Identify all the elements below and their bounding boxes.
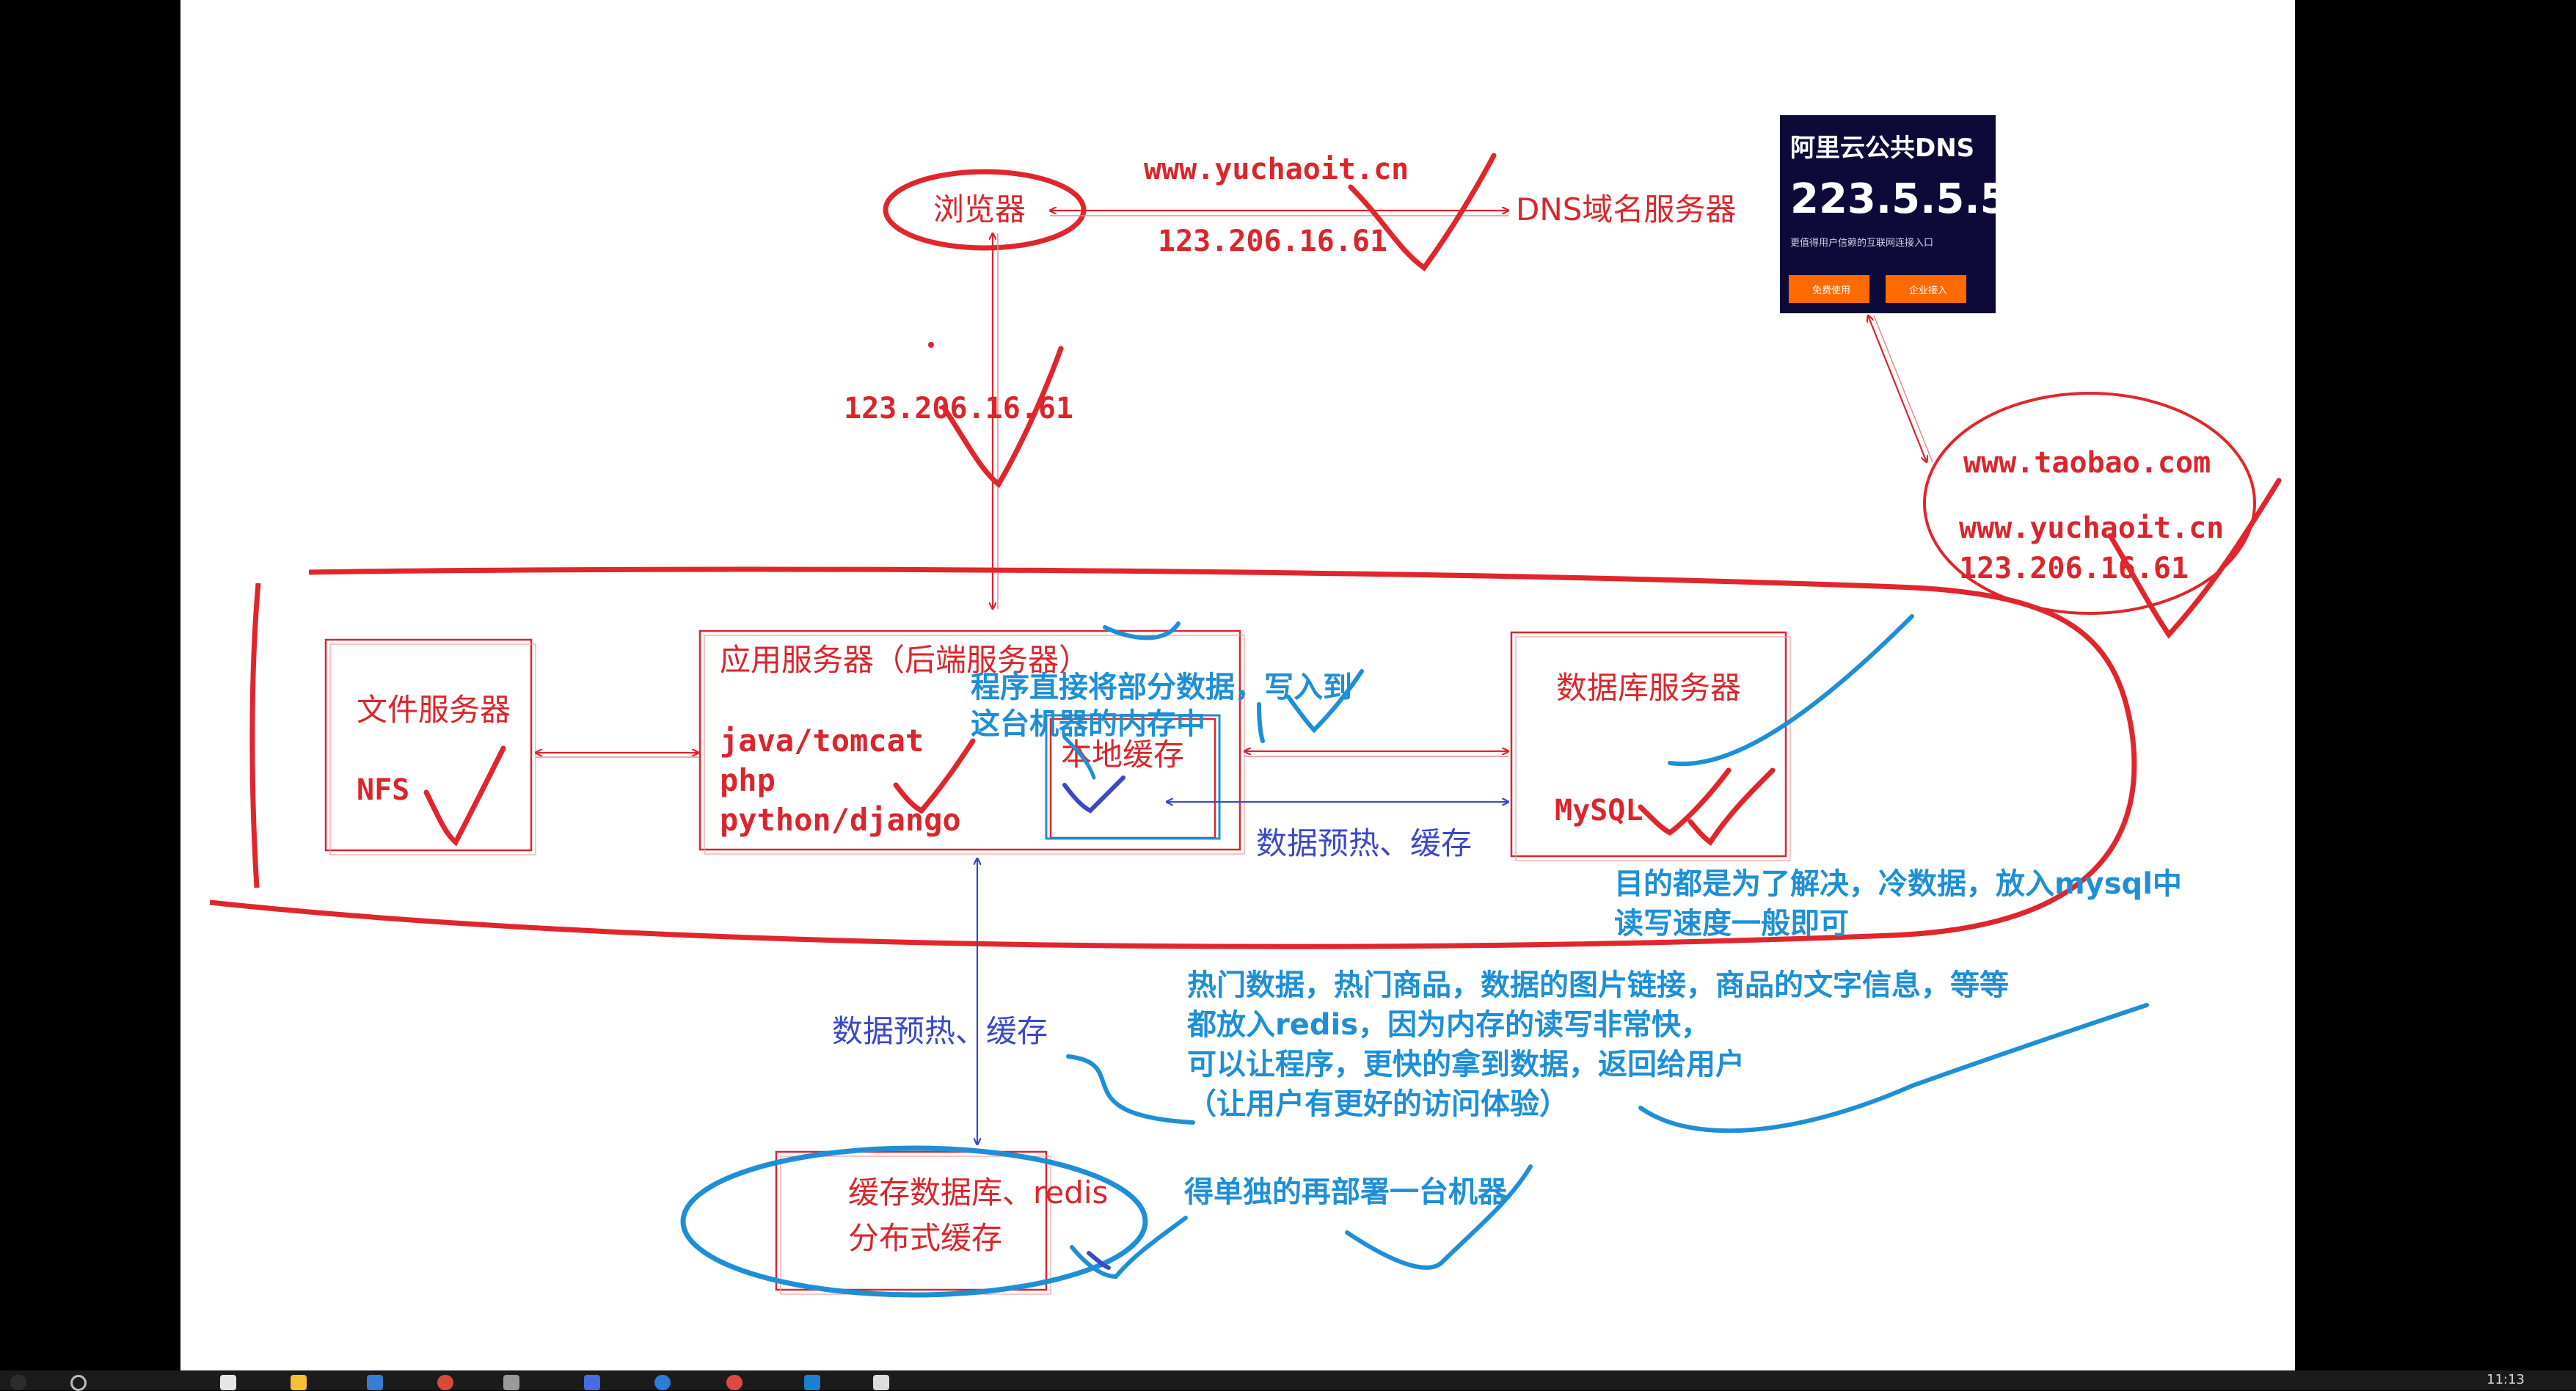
app-icon[interactable] xyxy=(873,1375,889,1390)
checkmark-icon xyxy=(893,738,976,814)
file-explorer-icon[interactable] xyxy=(291,1375,307,1390)
file-server-box xyxy=(324,638,533,852)
pointer-stroke xyxy=(1638,1003,2149,1133)
note-hot-line-1: 热门数据，热门商品，数据的图片链接，商品的文字信息，等等 xyxy=(1187,968,2009,1002)
checkmark-icon xyxy=(1070,1216,1188,1279)
aliyun-dns-card: 阿里云公共DNS 223.5.5.5 更值得用户信赖的互联网连接入口 免费使用 … xyxy=(1780,115,2009,313)
taobao-domain-label: www.taobao.com xyxy=(1963,446,2211,480)
task-view-icon[interactable] xyxy=(220,1375,236,1390)
taskbar: 11:13 xyxy=(0,1370,2576,1391)
dns-server-label: DNS域名服务器 xyxy=(1516,191,1736,227)
whiteboard-canvas: 浏览器 www.yuchaoit.cn 123.206.16.61 DNS域名服… xyxy=(180,0,2295,1370)
pointer-stroke xyxy=(1066,1054,1195,1125)
app-icon[interactable] xyxy=(726,1375,742,1390)
search-icon[interactable] xyxy=(70,1375,87,1391)
note-memory-line-2: 这台机器的内存中 xyxy=(971,707,1205,741)
stray-dot xyxy=(928,342,934,348)
cache-db-line-1: 缓存数据库、redis xyxy=(848,1175,1108,1211)
checkmark-icon xyxy=(1062,775,1125,814)
dns-card-free-button-label: 免费使用 xyxy=(1812,285,1850,296)
cache-db-line-2: 分布式缓存 xyxy=(848,1220,1002,1256)
ip-label-right: 123.206.16.61 xyxy=(1959,552,2189,585)
checkmark-icon xyxy=(1103,621,1181,640)
dns-card-enterprise-button-label: 企业接入 xyxy=(1909,285,1947,296)
domain-records-circle xyxy=(1923,392,2256,615)
architecture-diagram: 浏览器 www.yuchaoit.cn 123.206.16.61 DNS域名服… xyxy=(209,115,2282,1298)
app-icon[interactable] xyxy=(367,1375,383,1390)
app-icon[interactable] xyxy=(654,1375,671,1390)
db-server-title: 数据库服务器 xyxy=(1556,670,1741,706)
checkmark-icon xyxy=(1286,669,1364,734)
checkmark-icon xyxy=(1345,1164,1533,1270)
checkmark-icon xyxy=(1257,702,1265,743)
app-icon[interactable] xyxy=(584,1375,600,1390)
pointer-stroke xyxy=(1668,614,1914,767)
checkmark-icon xyxy=(941,346,1064,489)
app-icon[interactable] xyxy=(804,1375,820,1390)
app-server-box xyxy=(698,629,1241,851)
cache-db-box xyxy=(775,1150,1048,1291)
start-icon[interactable] xyxy=(10,1375,26,1390)
app-server-line-1: java/tomcat xyxy=(720,723,924,759)
backend-cluster-boundary-left xyxy=(249,583,261,888)
dns-card-subtitle: 更值得用户信赖的互联网连接入口 xyxy=(1790,237,1933,249)
domain-label-top: www.yuchaoit.cn xyxy=(1144,153,1409,186)
dns-card-free-button[interactable] xyxy=(1789,275,1869,303)
cache-db-circle xyxy=(680,1145,1148,1298)
checkmark-icon xyxy=(1638,767,1732,836)
checkmark-icon xyxy=(1348,153,1497,271)
note-hot-line-2: 都放入redis，因为内存的读写非常快， xyxy=(1186,1008,1710,1042)
note-cold-line-1: 目的都是为了解决，冷数据，放入mysql中 xyxy=(1614,867,2182,901)
browser-label: 浏览器 xyxy=(933,191,1026,227)
note-deploy: 得单独的再部署一台机器 xyxy=(1184,1175,1508,1209)
note-hot-line-3: 可以让程序，更快的拿到数据，返回给用户 xyxy=(1187,1048,1745,1081)
backend-cluster-boundary xyxy=(209,566,2137,949)
checkmark-icon xyxy=(1687,767,1776,846)
chrome-icon[interactable] xyxy=(437,1375,453,1390)
dns-card-enterprise-button[interactable] xyxy=(1886,275,1966,303)
app-server-line-2: php xyxy=(720,762,776,798)
checkmark-icon xyxy=(2107,478,2282,639)
dns-card-ip: 223.5.5.5 xyxy=(1790,175,2009,223)
file-server-sub: NFS xyxy=(357,773,409,807)
db-server-sub: MySQL xyxy=(1555,794,1643,828)
note-cold-line-2: 读写速度一般即可 xyxy=(1614,907,1849,941)
pointer-stroke xyxy=(1062,735,1096,780)
app-icon[interactable] xyxy=(503,1375,519,1390)
note-memory-line-1: 程序直接将部分数据，写入到 xyxy=(971,671,1352,704)
prewarm-label-down: 数据预热、缓存 xyxy=(832,1013,1048,1049)
dns-taobao-arrow-shadow xyxy=(1873,315,1933,463)
checkmark-icon xyxy=(423,745,506,847)
db-server-box xyxy=(1510,631,1787,858)
prewarm-label-right: 数据预热、缓存 xyxy=(1256,825,1472,861)
ip-label-top: 123.206.16.61 xyxy=(1158,224,1387,258)
dns-card-title: 阿里云公共DNS xyxy=(1790,134,1974,163)
yuchao-domain-label-right: www.yuchaoit.cn xyxy=(1959,511,2224,545)
taskbar-clock[interactable]: 11:13 xyxy=(2486,1372,2525,1387)
dns-taobao-arrow xyxy=(1868,315,1927,462)
note-hot-line-4: （让用户有更好的访问体验） xyxy=(1187,1087,1569,1121)
checkmark-icon xyxy=(1087,1251,1111,1270)
app-server-title: 应用服务器（后端服务器） xyxy=(720,642,1090,678)
file-server-title: 文件服务器 xyxy=(357,692,511,728)
